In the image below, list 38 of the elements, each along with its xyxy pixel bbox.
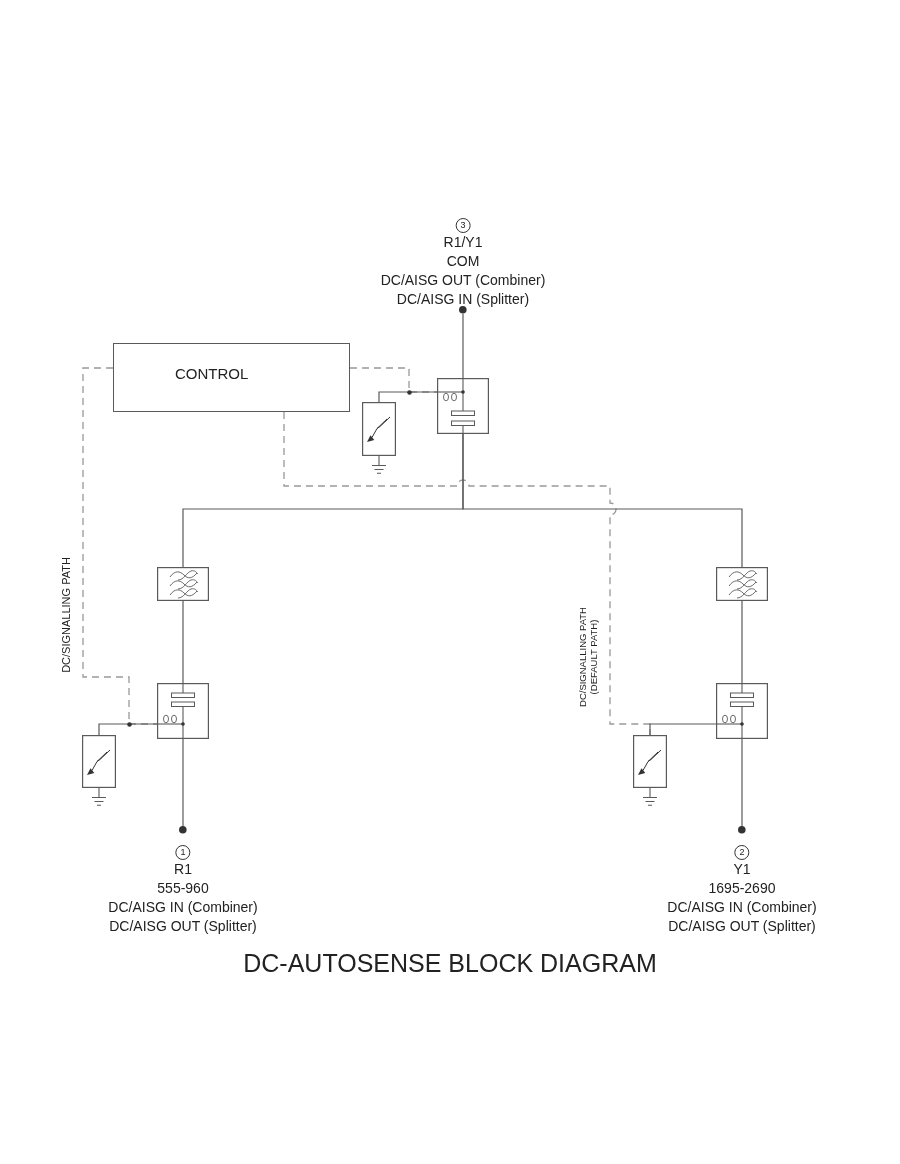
port-label: COM — [446, 252, 480, 271]
port-label: DC/AISG IN (Combiner) — [667, 898, 817, 917]
diagram-title: DC-AUTOSENSE BLOCK DIAGRAM — [243, 949, 657, 977]
connector-line — [98, 723, 158, 736]
connector-line — [649, 723, 717, 736]
port-number: 1 — [175, 845, 191, 860]
connector-line — [378, 391, 438, 403]
connector-line — [462, 313, 464, 379]
terminal-dot-icon — [179, 826, 187, 834]
surge-arrester-symbol — [362, 402, 396, 456]
port-label: DC/AISG OUT (Splitter) — [668, 917, 816, 936]
connector-line — [741, 600, 743, 684]
port-label: R1/Y1 — [443, 233, 483, 252]
control-block: CONTROL — [113, 343, 350, 412]
port-label: Y1 — [733, 860, 751, 879]
bandpass-filter-symbol — [157, 567, 209, 601]
port-label: R1 — [174, 860, 192, 879]
edge-label: DC/SIGNALLING PATH — [59, 557, 73, 673]
bias-tee-symbol — [157, 683, 209, 739]
port-label: DC/AISG OUT (Combiner) — [380, 271, 546, 290]
surge-arrester-symbol — [82, 735, 116, 788]
bias-tee-symbol — [716, 683, 768, 739]
port-label: DC/AISG IN (Combiner) — [108, 898, 258, 917]
connector-line — [182, 600, 184, 684]
port-label: DC/AISG OUT (Splitter) — [109, 917, 257, 936]
connector-line — [462, 433, 743, 568]
bandpass-filter-symbol — [716, 567, 768, 601]
port-number: 2 — [734, 845, 750, 860]
connector-line — [741, 738, 743, 827]
port-label: 555-960 — [157, 879, 209, 898]
connector-line — [182, 738, 184, 827]
port-label: 1695-2690 — [708, 879, 776, 898]
terminal-dot-icon — [459, 306, 467, 314]
port-label: DC/AISG IN (Splitter) — [396, 290, 530, 309]
port-number: 3 — [455, 218, 471, 233]
surge-arrester-symbol — [633, 735, 667, 788]
terminal-dot-icon — [738, 826, 746, 834]
bias-tee-symbol — [437, 378, 489, 434]
